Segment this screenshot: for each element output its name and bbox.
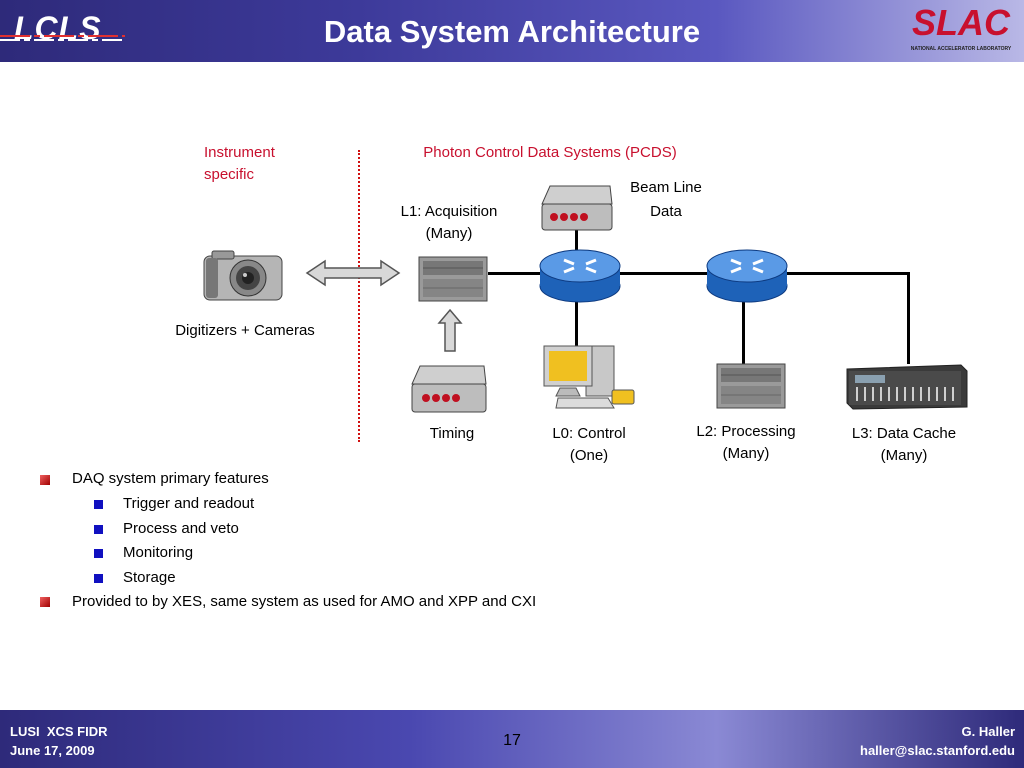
l1-sub-label: (Many) — [425, 225, 473, 242]
footer-bar: LUSI XCS FIDR June 17, 2009 17 G. Haller… — [0, 710, 1024, 768]
l3-label: L3: Data Cache — [851, 425, 957, 442]
l2-label: L2: Processing — [696, 423, 796, 440]
slac-logo-text: SLAC — [912, 2, 1010, 43]
sub-bullet-item: Process and veto — [123, 520, 239, 537]
up-arrow-icon — [437, 308, 463, 352]
l1-label: L1: Acquisition — [400, 203, 498, 220]
camera-icon — [203, 250, 283, 301]
bullet-item: DAQ system primary features — [72, 470, 269, 487]
beam-line-data-label: Data — [650, 203, 682, 220]
l3-sub-label: (Many) — [880, 447, 928, 464]
l2-connection-line — [742, 300, 745, 366]
lcls-logo-lines — [0, 35, 125, 41]
network-backbone-line — [488, 272, 910, 275]
l3-connection-line — [907, 272, 910, 364]
sub-bullet-marker — [94, 525, 103, 534]
pcds-label: Photon Control Data Systems (PCDS) — [423, 144, 677, 161]
footer-date: June 17, 2009 — [10, 743, 95, 758]
beam-line-device-icon — [541, 185, 613, 231]
l0-label: L0: Control — [552, 425, 626, 442]
router-icon — [706, 249, 788, 303]
digitizers-label: Digitizers + Cameras — [175, 322, 315, 339]
bullet-item: Provided to by XES, same system as used … — [72, 593, 537, 610]
instrument-specific-label: Instrument specific — [204, 144, 275, 183]
sub-bullet-item: Monitoring — [123, 544, 194, 561]
sub-bullet-item: Storage — [123, 569, 176, 586]
page-number: 17 — [503, 732, 521, 749]
l2-processing-crate-icon — [716, 363, 786, 409]
footer-event: LUSI XCS FIDR — [10, 724, 108, 739]
l2-sub-label: (Many) — [722, 445, 770, 462]
footer-author: G. Haller — [961, 724, 1015, 739]
footer-left: LUSI XCS FIDR June 17, 2009 — [10, 722, 108, 760]
timing-device-icon — [411, 365, 487, 413]
data-cache-server-icon — [846, 364, 968, 410]
header-bar: LCLS Data System Architecture SLAC NATIO… — [0, 0, 1024, 62]
footer-right: G. Haller haller@slac.stanford.edu — [860, 722, 1015, 760]
sub-bullet-marker — [94, 574, 103, 583]
footer-email: haller@slac.stanford.edu — [860, 743, 1015, 758]
sub-bullet-item: Trigger and readout — [123, 495, 255, 512]
control-computer-icon — [543, 345, 635, 409]
sub-bullet-marker — [94, 549, 103, 558]
beamline-connection-line — [575, 228, 578, 256]
bullet-marker — [40, 597, 50, 607]
page-title: Data System Architecture — [323, 14, 701, 49]
l1-acquisition-crate-icon — [418, 256, 488, 302]
slac-logo: SLAC NATIONAL ACCELERATOR LABORATORY — [905, 2, 1017, 54]
sub-bullet-marker — [94, 500, 103, 509]
bullet-marker — [40, 475, 50, 485]
slac-logo-subtitle: NATIONAL ACCELERATOR LABORATORY — [910, 46, 1012, 52]
router-icon — [539, 249, 621, 303]
instrument-divider — [358, 150, 360, 442]
timing-label: Timing — [429, 425, 475, 442]
beam-line-label: Beam Line — [630, 179, 702, 196]
l0-sub-label: (One) — [569, 447, 609, 464]
l0-connection-line — [575, 300, 578, 348]
bidirectional-arrow-icon — [305, 259, 401, 287]
